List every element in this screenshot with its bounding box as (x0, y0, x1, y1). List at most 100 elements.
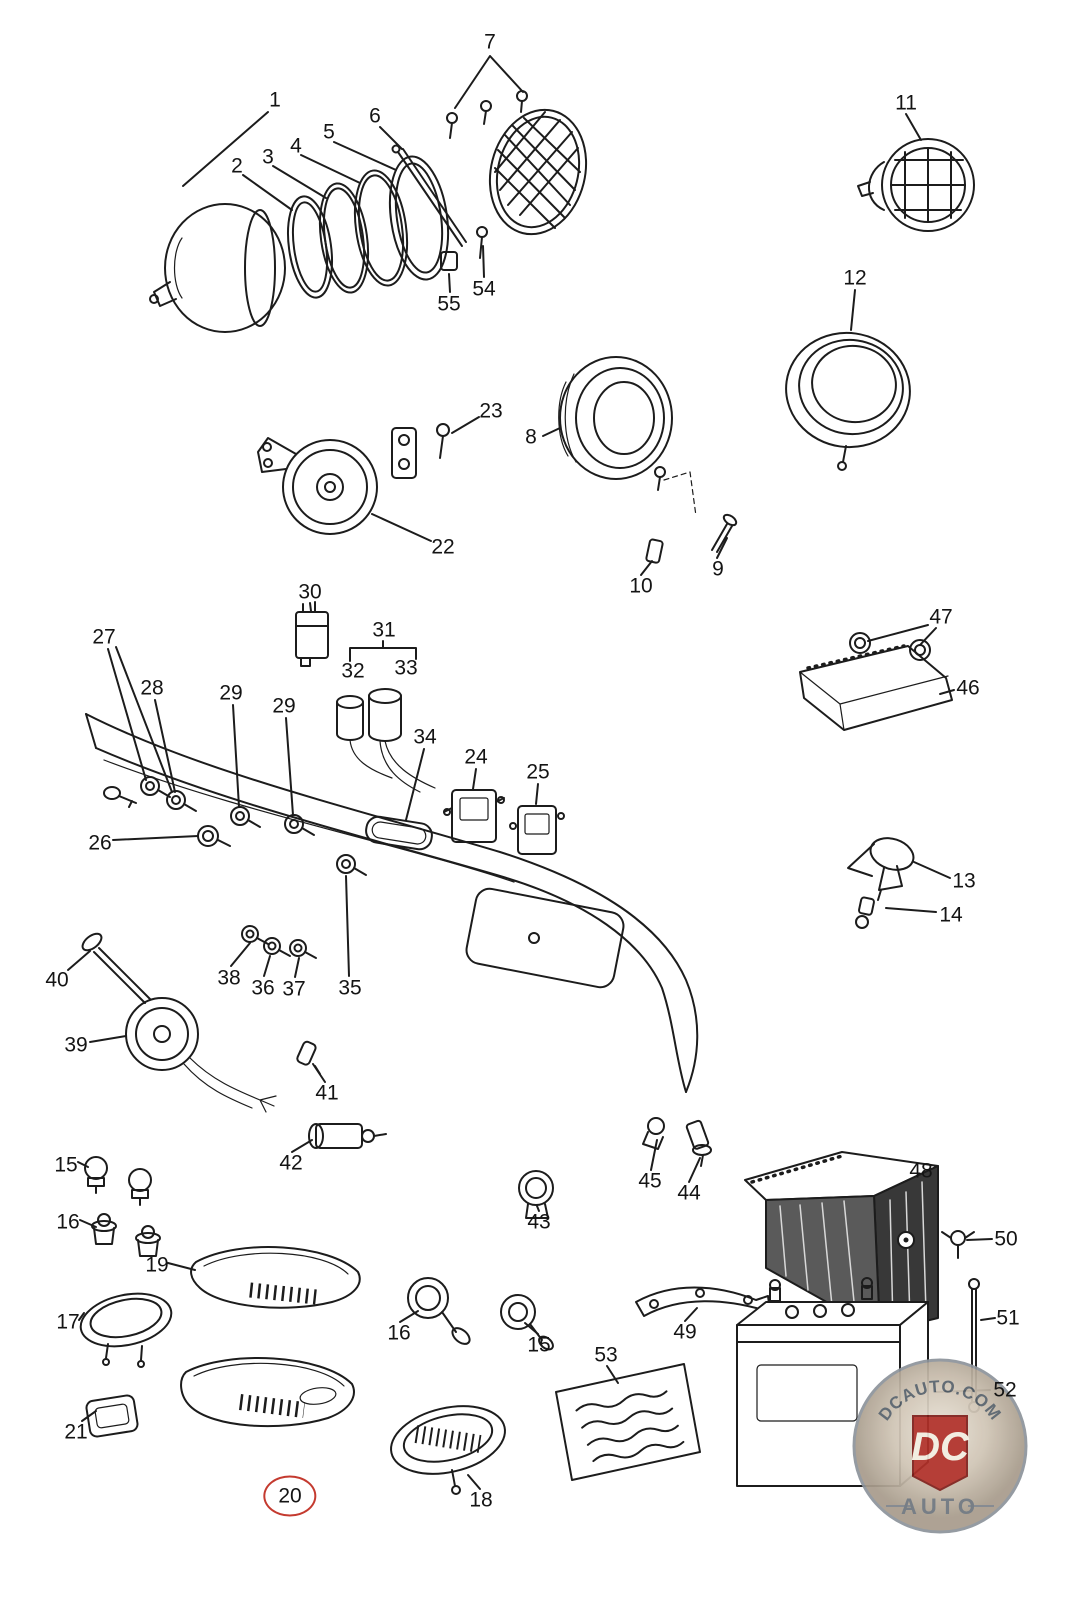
watermark-initials: DC (911, 1425, 970, 1469)
callout-53: 53 (594, 1343, 618, 1367)
part-flasher-small (336, 695, 393, 779)
callout-29: 29 (219, 681, 243, 705)
callout-35: 35 (338, 976, 362, 1000)
part-adjusting-screw (391, 144, 467, 247)
part-knob-switch (518, 1170, 554, 1219)
callout-15: 15 (527, 1333, 551, 1357)
part-socket-15b (500, 1294, 554, 1351)
part-turn-signal (847, 837, 915, 901)
part-horn (257, 437, 378, 535)
callout-5: 5 (323, 120, 335, 144)
callout-13: 13 (952, 869, 976, 893)
callout-2: 2 (231, 154, 243, 178)
part-bulb-holder-45 (642, 1117, 665, 1150)
callout-19: 19 (145, 1253, 169, 1277)
callout-20: 20 (263, 1475, 317, 1517)
part-screw-and-sleeve (440, 226, 488, 271)
watermark-word: AUTO (901, 1494, 979, 1519)
part-license-lamp (799, 644, 953, 731)
part-bulb-14 (855, 896, 875, 929)
callout-52: 52 (993, 1378, 1017, 1402)
callout-25: 25 (526, 760, 550, 784)
callout-22: 22 (431, 535, 455, 559)
part-sealed-beam (857, 138, 975, 232)
part-relay (295, 601, 329, 667)
callout-23: 23 (479, 399, 503, 423)
part-headlight-rim (785, 331, 911, 471)
callout-32: 32 (341, 659, 365, 683)
part-headlight-gaskets (287, 182, 370, 299)
callout-37: 37 (282, 977, 306, 1001)
callout-47: 47 (929, 605, 953, 629)
part-switch-box-24 (443, 789, 505, 843)
part-switch-44 (685, 1119, 712, 1167)
callout-28: 28 (140, 676, 164, 700)
callout-12: 12 (843, 266, 867, 290)
callout-41: 41 (315, 1081, 339, 1105)
callout-16: 16 (56, 1210, 80, 1234)
part-headlight-bucket (558, 356, 697, 517)
part-bracket-strap (635, 1286, 771, 1317)
callout-18: 18 (469, 1488, 493, 1512)
part-dash-switches (103, 776, 367, 959)
part-lamp-housing-20 (180, 1357, 355, 1428)
callout-7: 7 (484, 30, 496, 54)
callout-45: 45 (638, 1169, 662, 1193)
callout-11: 11 (895, 91, 917, 115)
callout-9: 9 (712, 557, 724, 581)
callout-33: 33 (394, 656, 418, 680)
part-lamp-rect-21 (85, 1394, 139, 1438)
part-switch-box-25 (509, 805, 565, 855)
part-dashboard (85, 713, 699, 1093)
callout-36: 36 (251, 976, 275, 1000)
callout-21: 21 (64, 1420, 88, 1444)
callout-26: 26 (88, 831, 112, 855)
part-lamp-pod-18 (390, 1405, 506, 1495)
part-headlight-lens (488, 108, 588, 236)
part-dimmer-switch (308, 1123, 387, 1149)
part-lamp-oval-17 (79, 1292, 173, 1368)
callout-15: 15 (54, 1153, 78, 1177)
callout-39: 39 (64, 1033, 88, 1057)
callout-24: 24 (464, 745, 488, 769)
part-lens-screws (446, 90, 528, 139)
callout-8: 8 (525, 425, 537, 449)
callout-54: 54 (472, 277, 496, 301)
watermark-svg: DCAUTO.COM DC AUTO (852, 1358, 1028, 1534)
callout-51: 51 (996, 1306, 1020, 1330)
callout-43: 43 (527, 1210, 551, 1234)
callout-6: 6 (369, 104, 381, 128)
callout-46: 46 (956, 676, 980, 700)
callout-40: 40 (45, 968, 69, 992)
watermark-logo: DCAUTO.COM DC AUTO (850, 1356, 1030, 1536)
part-flasher-large (368, 688, 436, 793)
watermark-shield (912, 1415, 968, 1492)
callout-34: 34 (413, 725, 437, 749)
part-nuts (849, 632, 931, 661)
callout-16: 16 (387, 1321, 411, 1345)
part-bulb-41 (296, 1040, 321, 1075)
callout-38: 38 (217, 966, 241, 990)
part-lamp-lens-19 (190, 1246, 361, 1309)
part-wing-bolt (941, 1230, 975, 1259)
callout-10: 10 (629, 574, 653, 598)
part-horn-bracket (391, 423, 450, 479)
part-column-stalk (81, 932, 151, 1004)
callout-27: 27 (92, 625, 116, 649)
callout-50: 50 (994, 1227, 1018, 1251)
callout-49: 49 (673, 1320, 697, 1344)
callout-42: 42 (279, 1151, 303, 1175)
part-ignition-switch (125, 997, 277, 1113)
callout-30: 30 (298, 580, 322, 604)
callout-48: 48 (909, 1159, 933, 1183)
callout-4: 4 (290, 134, 302, 158)
part-headlight-shell (149, 203, 286, 333)
part-floor-plate (555, 1363, 701, 1481)
part-sockets-16 (91, 1213, 161, 1257)
part-spacer-sleeve (645, 538, 664, 564)
callout-1: 1 (269, 88, 281, 112)
callout-17: 17 (56, 1310, 80, 1334)
callout-31: 31 (372, 618, 396, 642)
